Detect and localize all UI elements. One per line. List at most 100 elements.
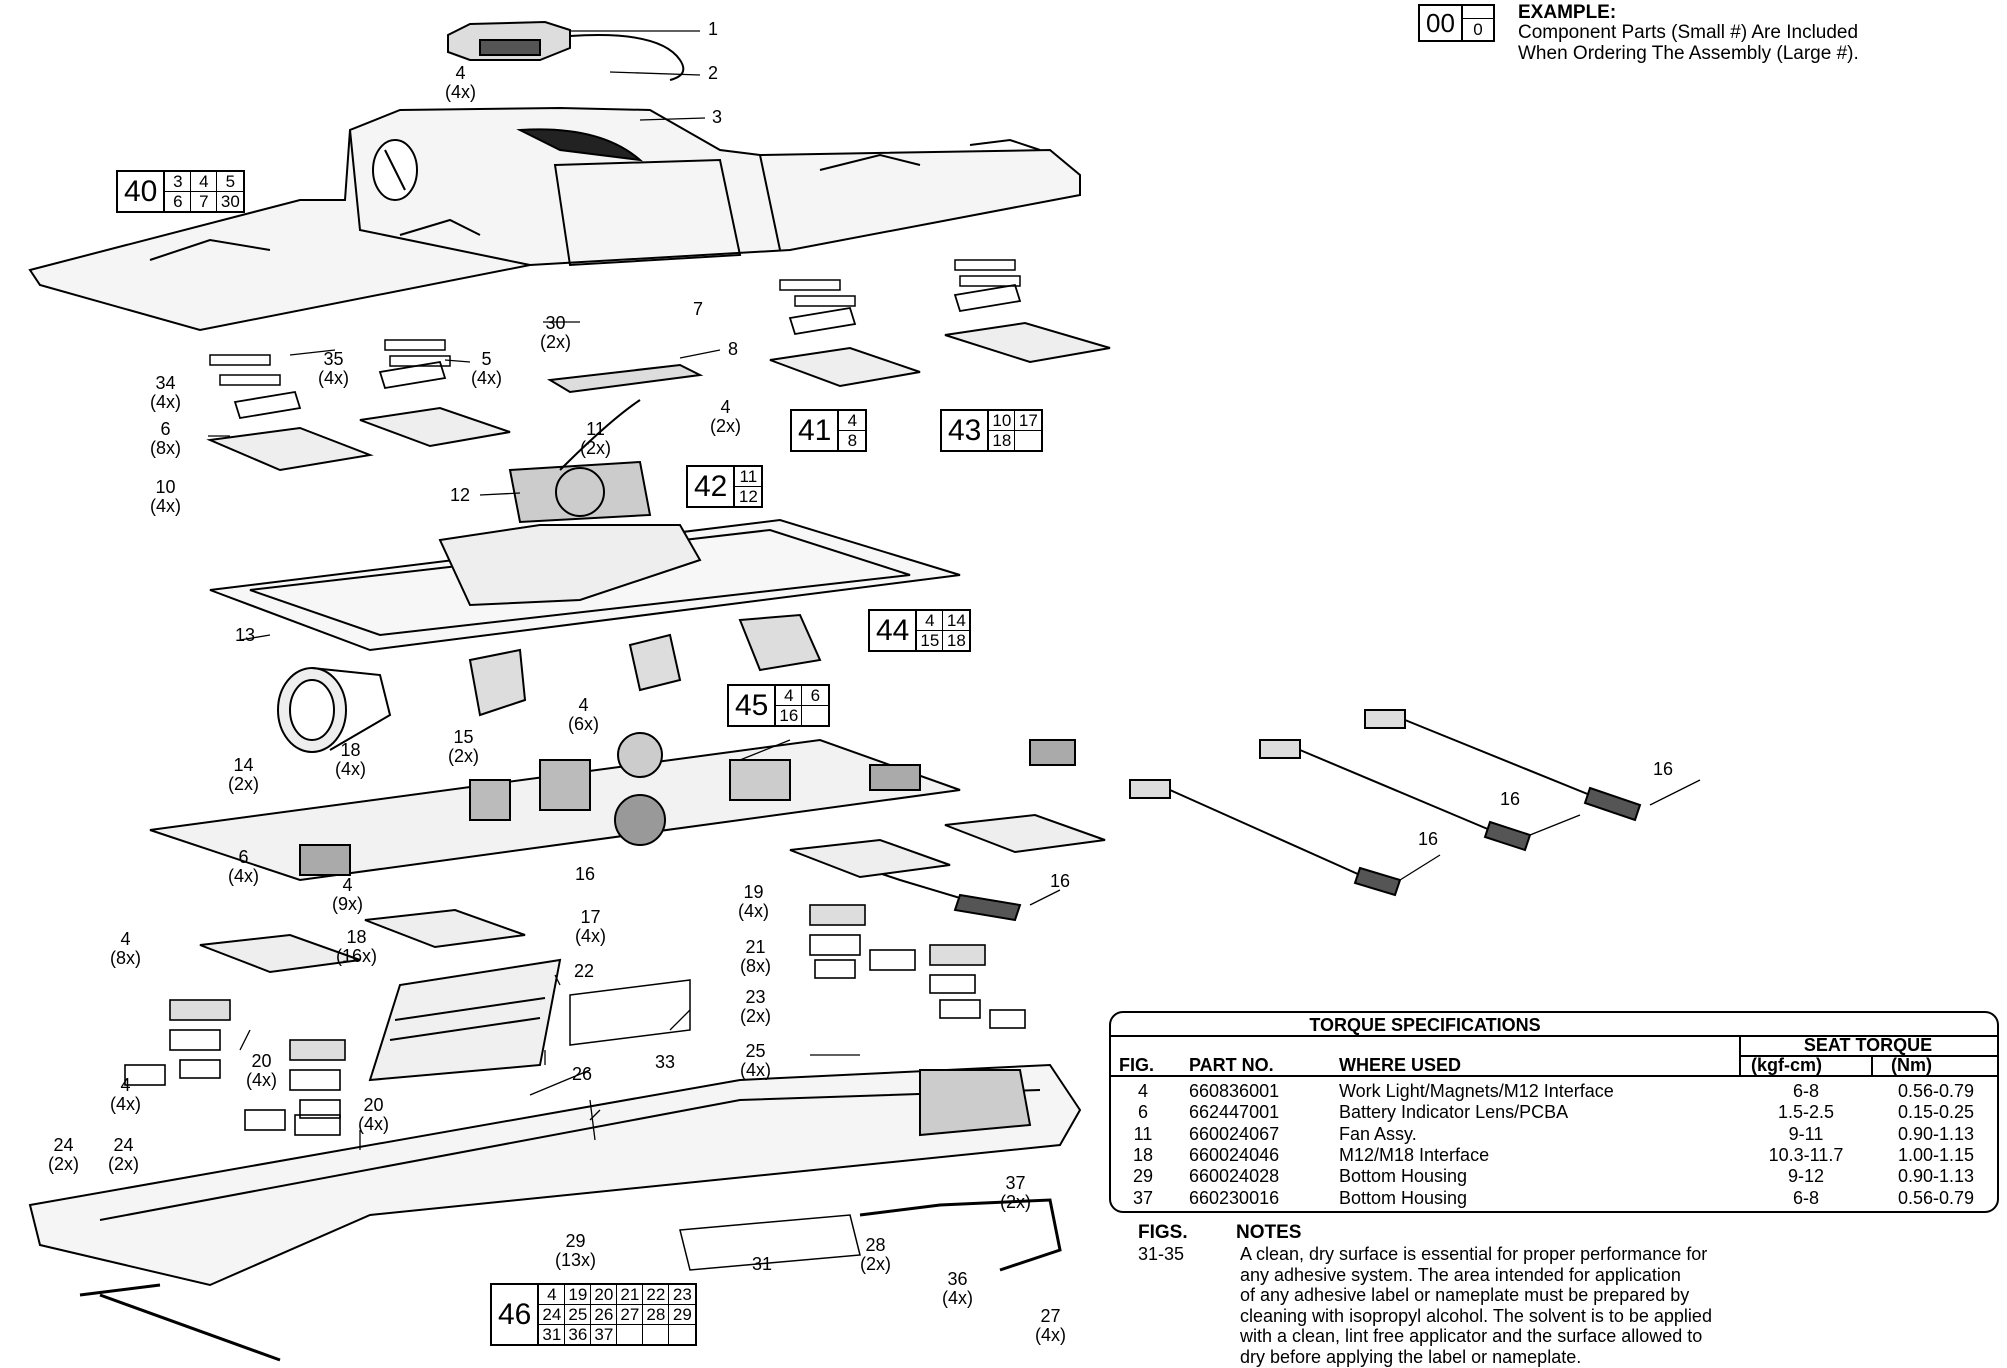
torque-cell-kgf: 1.5-2.5 (1777, 1102, 1835, 1123)
assembly-number: 46 (492, 1285, 540, 1344)
callout-c8: 8 (728, 340, 738, 359)
bottom-housing-part (28, 1063, 1082, 1287)
component-number: 27 (617, 1305, 644, 1325)
callout-number: 4 (342, 875, 353, 895)
leader-lines (208, 30, 1701, 1150)
torque-cell-kgf: 6-8 (1792, 1081, 1819, 1101)
callout-quantity: (4x) (738, 901, 769, 921)
callout-c7: 7 (693, 300, 703, 319)
component-number: 22 (643, 1285, 670, 1305)
work-light-part (447, 20, 685, 81)
fan-part (508, 399, 652, 524)
component-number (1015, 431, 1041, 450)
component-number: 4 (839, 411, 866, 431)
callout-number: 23 (745, 987, 766, 1007)
component-number: 31 (539, 1325, 566, 1344)
component-number: 23 (669, 1285, 696, 1305)
callout-number: 20 (363, 1095, 384, 1115)
torque-cell-kgf: 9-12 (1787, 1166, 1825, 1187)
callout-number: 4 (120, 1075, 131, 1095)
callout-c3: 3 (712, 108, 722, 127)
callout-c11: 11(2x) (580, 420, 611, 458)
callout-quantity: (4x) (110, 1094, 141, 1114)
callout-number: 34 (155, 373, 176, 393)
callout-c18a: 18(4x) (335, 741, 366, 779)
callout-c16b: 16 (1500, 790, 1520, 809)
torque-cell-fig: 11 (1133, 1123, 1153, 1144)
callout-c31: 31 (752, 1255, 772, 1274)
bezel-part (277, 667, 392, 753)
callout-c2: 2 (708, 64, 718, 83)
component-number: 25 (565, 1305, 592, 1325)
callout-number: 16 (575, 864, 596, 884)
callout-number: 8 (728, 339, 739, 359)
notes-text: A clean, dry surface is essential for pr… (1240, 1244, 1960, 1367)
example-big-number: 00 (1420, 6, 1463, 40)
notes-line: cleaning with isopropyl alcohol. The sol… (1240, 1305, 1712, 1326)
component-number: 4 (776, 686, 803, 706)
assembly-number: 43 (942, 411, 990, 450)
callout-c28: 28(2x) (860, 1236, 891, 1274)
callout-quantity: (4x) (150, 392, 181, 412)
clip-parts (233, 283, 1022, 420)
torque-cell-part: 660024028 (1189, 1166, 1280, 1187)
component-number: 4 (539, 1285, 566, 1305)
component-number: 3 (165, 172, 192, 192)
assembly-number: 45 (729, 686, 777, 725)
callout-c13: 13 (235, 626, 255, 645)
top-housing-part (28, 106, 1081, 332)
example-line-2: When Ordering The Assembly (Large #). (1518, 43, 1859, 64)
bezel-part-44 (628, 633, 682, 692)
torque-cell-where: Bottom Housing (1339, 1166, 1468, 1187)
callout-number: 35 (323, 349, 344, 369)
callout-quantity: (2x) (48, 1154, 79, 1174)
label-31 (679, 1214, 861, 1271)
callout-c23: 23(2x) (740, 988, 771, 1026)
torque-cell-kgf: 9-11 (1788, 1123, 1824, 1144)
callout-c5: 5(4x) (471, 350, 502, 388)
component-number: 28 (643, 1305, 670, 1325)
component-number: 7 (191, 192, 218, 211)
callout-c6b: 6(4x) (228, 848, 259, 886)
callout-quantity: (4x) (150, 496, 181, 516)
callout-number: 24 (53, 1135, 74, 1155)
callout-quantity: (2x) (740, 1006, 771, 1026)
callout-number: 2 (708, 63, 719, 83)
example-legend: 00 0 (1418, 4, 1495, 42)
torque-cell-fig: 6 (1137, 1102, 1148, 1123)
callout-c15: 15(2x) (448, 728, 479, 766)
callout-c6a: 6(8x) (150, 420, 181, 458)
callout-number: 37 (1005, 1173, 1026, 1193)
callout-c14: 14(2x) (228, 756, 259, 794)
callout-number: 4 (120, 929, 131, 949)
component-number: 29 (669, 1305, 696, 1325)
torque-cell-where: Fan Assy. (1339, 1123, 1417, 1144)
seat-torque-header: SEAT TORQUE (1803, 1035, 1933, 1055)
callout-number: 18 (346, 927, 367, 947)
assembly-number: 44 (870, 611, 918, 650)
assembly-number: 42 (688, 467, 736, 506)
torque-divider (1111, 1035, 1997, 1037)
torque-cell-nm: 0.56-0.79 (1897, 1187, 1975, 1208)
header-part-no: PART NO. (1189, 1055, 1274, 1075)
callout-number: 1 (708, 19, 719, 39)
torque-specifications-table: TORQUE SPECIFICATIONS SEAT TORQUE FIG. P… (1109, 1011, 1999, 1213)
callout-number: 16 (1050, 871, 1071, 891)
component-number: 12 (738, 487, 758, 506)
torque-title: TORQUE SPECIFICATIONS (1309, 1015, 1541, 1035)
callout-number: 4 (455, 63, 466, 83)
component-number: 17 (1015, 411, 1042, 431)
callout-c16d: 16 (1050, 872, 1070, 891)
callout-c36: 36(4x) (942, 1270, 973, 1308)
callout-number: 33 (655, 1052, 676, 1072)
callout-c30: 30(2x) (540, 314, 571, 352)
torque-cell-part: 660024067 (1189, 1123, 1280, 1144)
callout-c16c: 16 (1418, 830, 1438, 849)
component-number: 10 (989, 411, 1016, 431)
component-number: 19 (565, 1285, 592, 1305)
